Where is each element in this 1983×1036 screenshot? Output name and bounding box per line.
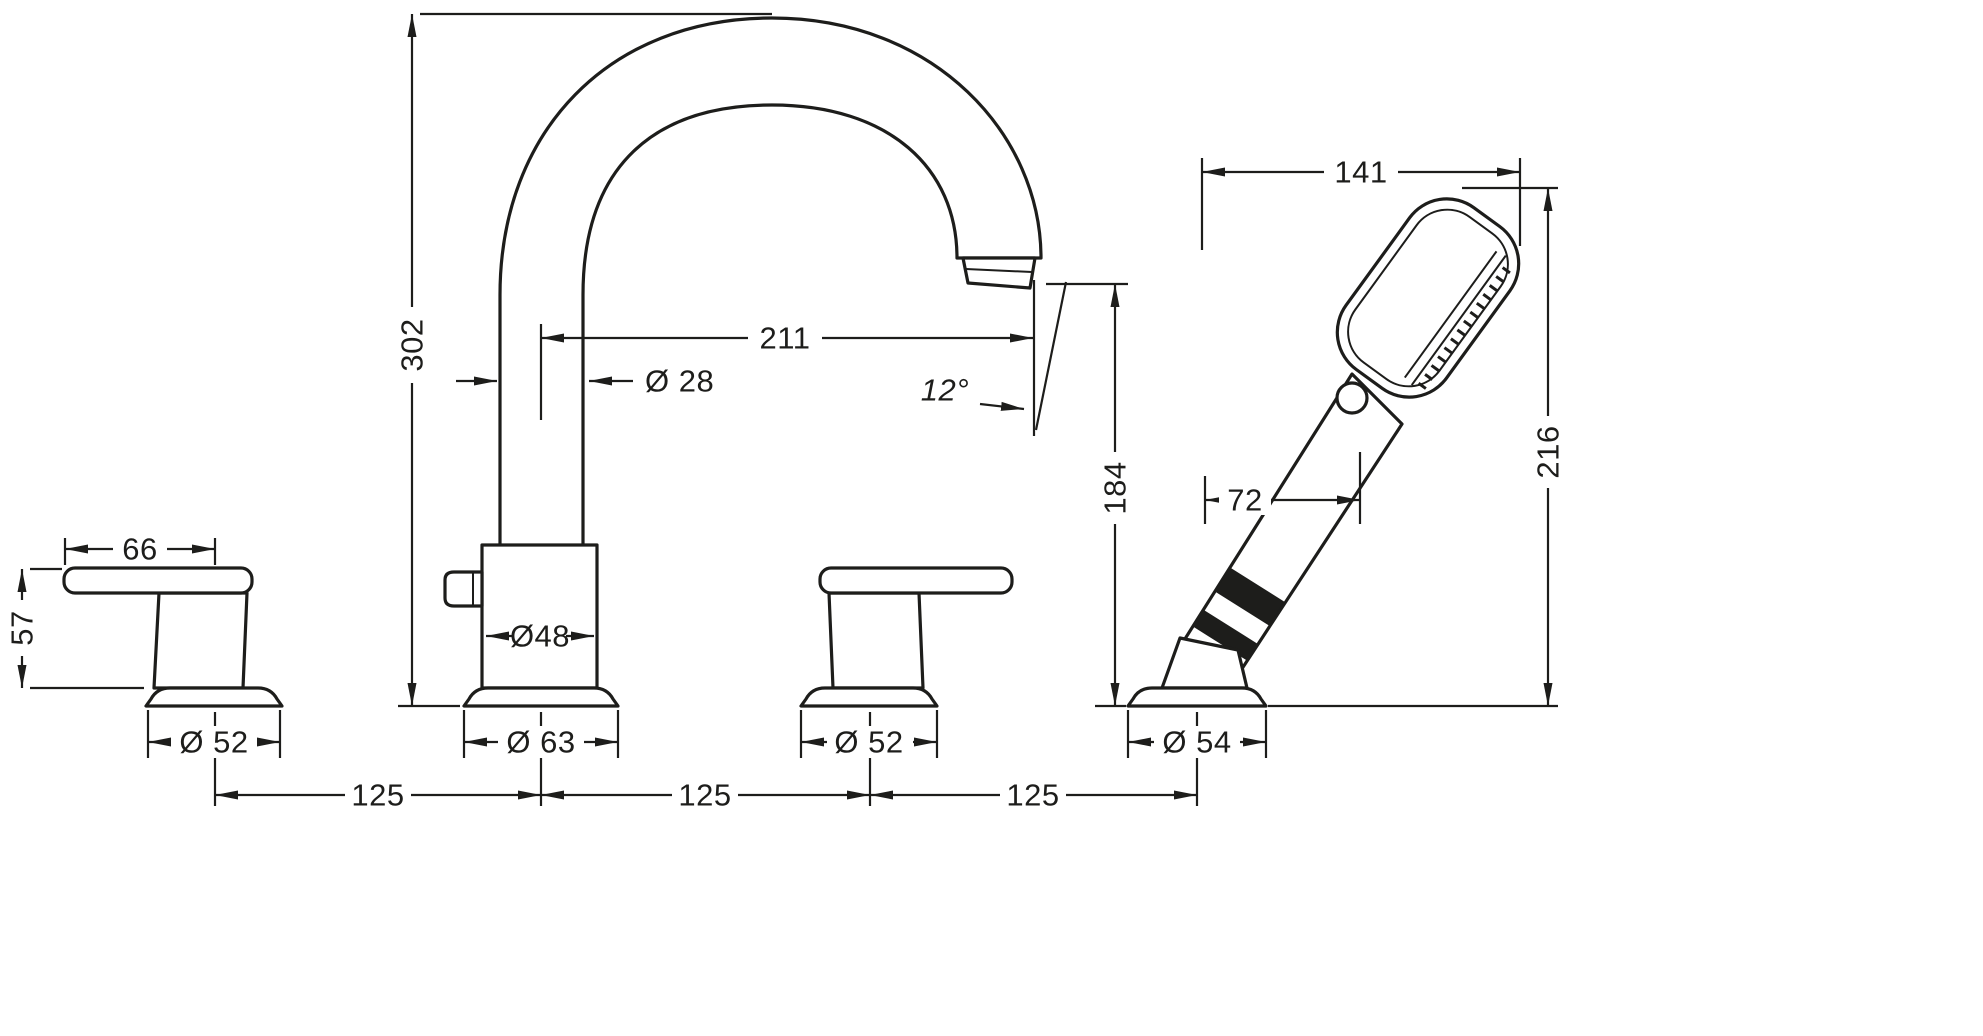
dim-handle-height: 57: [5, 610, 40, 645]
dim-handshower-height: 216: [1531, 425, 1566, 478]
hand-shower: [1126, 197, 1521, 708]
label-masks: [6, 155, 1565, 811]
dim-handshower-reach: 141: [1334, 155, 1387, 190]
spout-column: [480, 543, 599, 690]
head-outline: [1335, 197, 1521, 399]
holder-band-upper: [1214, 567, 1285, 626]
holder-band-lower: [1192, 609, 1258, 661]
left-handle-body: [152, 591, 249, 690]
dim-stream-angle: 12°: [921, 373, 969, 408]
dim-handle-length: 66: [122, 532, 157, 567]
head-inner-outline: [1347, 208, 1509, 388]
dim-handshower-offset: 72: [1227, 483, 1262, 518]
diverter-knob: [443, 570, 484, 608]
dim-pitch-right: 125: [1006, 778, 1059, 813]
spray-face-line-2: [1410, 255, 1507, 386]
swivel-ring: [1335, 381, 1369, 415]
hand-shower-head: [1335, 197, 1521, 399]
spout-arch: [498, 16, 1043, 550]
dimension-labels: 302 66 57 211 Ø 28 12° 184 Ø48 141 216 7…: [5, 155, 1566, 813]
hand-shower-base: [1126, 686, 1268, 708]
left-handle-lever: [62, 566, 254, 595]
spout-aerator: [961, 256, 1037, 290]
dim-spout-tube-diameter: Ø 28: [645, 364, 714, 399]
dim-pitch-left: 125: [351, 778, 404, 813]
left-handle-base: [144, 686, 284, 708]
dim-left-handle-base-diameter: Ø 52: [179, 725, 248, 760]
right-handle-lever: [818, 566, 1014, 595]
dim-spout-body-diameter: Ø48: [510, 619, 570, 654]
dim-spout-outlet-height: 184: [1098, 461, 1133, 514]
spout: [443, 16, 1043, 708]
dim-pitch-center: 125: [678, 778, 731, 813]
right-handle-base: [799, 686, 939, 708]
dim-right-handle-base-diameter: Ø 52: [834, 725, 903, 760]
spout-base: [462, 686, 620, 708]
spray-face-line-1: [1403, 250, 1498, 379]
right-handle-body: [827, 591, 925, 690]
dim-spout-reach: 211: [760, 321, 811, 356]
dim-handshower-base-diameter: Ø 54: [1162, 725, 1231, 760]
dim-spout-base-diameter: Ø 63: [506, 725, 575, 760]
right-handle: [799, 566, 1014, 708]
left-handle: [62, 566, 284, 708]
dim-spout-height: 302: [395, 318, 430, 371]
aerator-detail-line: [965, 268, 1033, 273]
